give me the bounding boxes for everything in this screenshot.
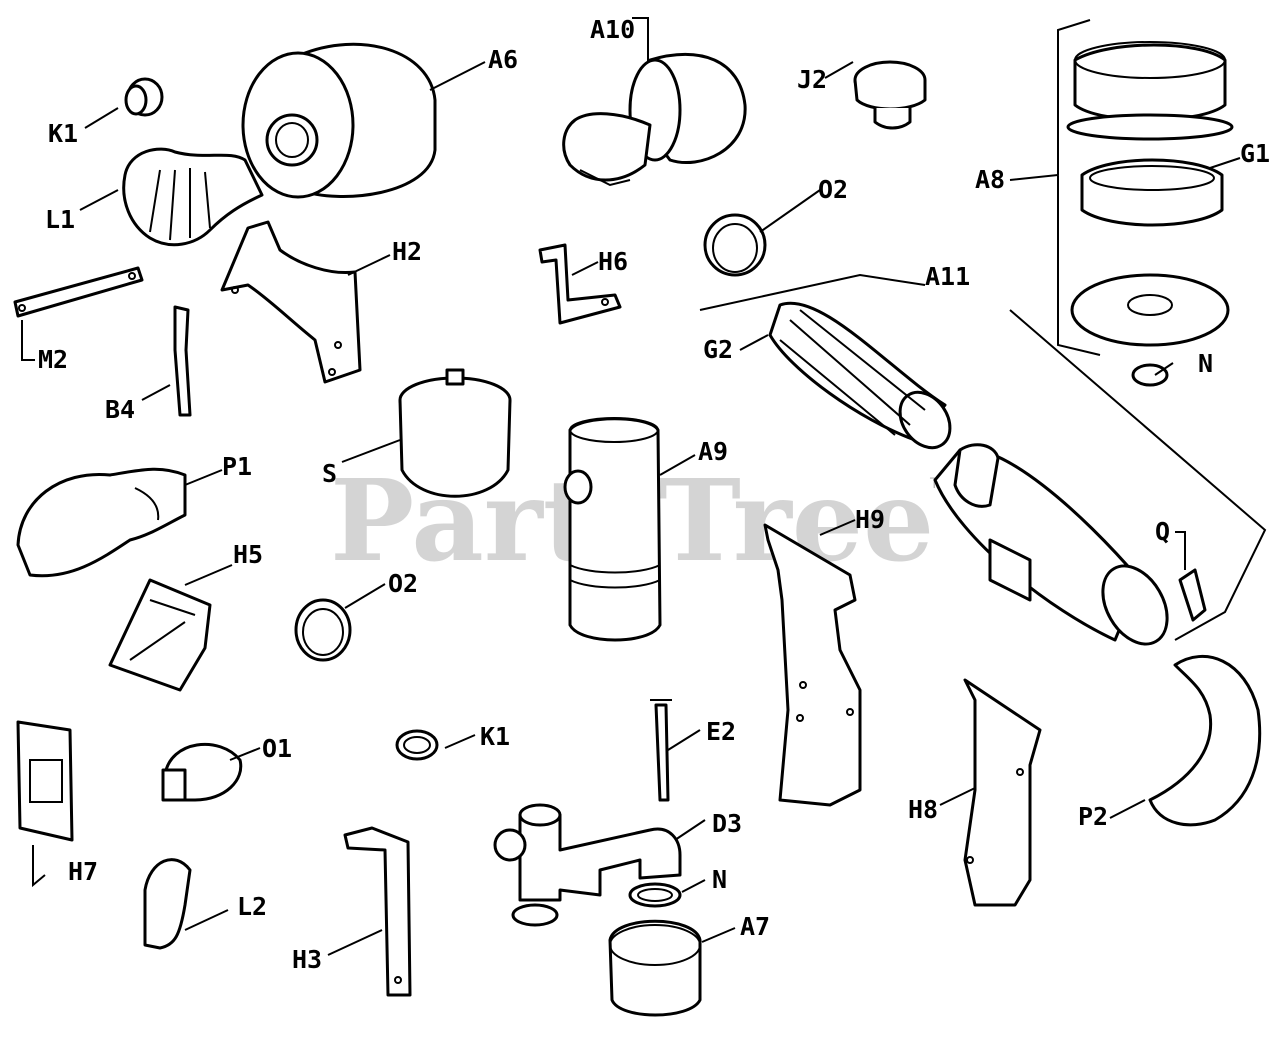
part-a7-air-cleaner[interactable] <box>608 919 702 1017</box>
label-a7[interactable]: A7 <box>740 912 770 941</box>
label-o2-lower[interactable]: O2 <box>388 569 418 598</box>
part-e2-rod[interactable] <box>650 699 672 802</box>
label-h8[interactable]: H8 <box>908 795 938 824</box>
label-h2[interactable]: H2 <box>392 237 422 266</box>
label-a9[interactable]: A9 <box>698 437 728 466</box>
part-h9-plate[interactable] <box>763 523 862 807</box>
part-s-canister[interactable] <box>398 368 512 498</box>
part-l2-elbow[interactable] <box>143 858 192 950</box>
label-e2[interactable]: E2 <box>706 717 736 746</box>
part-o2-clamp-upper[interactable] <box>703 213 767 277</box>
label-q[interactable]: Q <box>1155 517 1170 546</box>
label-a6[interactable]: A6 <box>488 45 518 74</box>
part-o2-clamp-lower[interactable] <box>294 598 352 662</box>
label-d3[interactable]: D3 <box>712 809 742 838</box>
part-h2-bracket[interactable] <box>220 220 362 384</box>
label-h3[interactable]: H3 <box>292 945 322 974</box>
part-g2-element[interactable] <box>768 301 960 457</box>
label-n-lower[interactable]: N <box>712 865 727 894</box>
label-p2[interactable]: P2 <box>1078 802 1108 831</box>
part-h3-bracket[interactable] <box>343 826 412 997</box>
part-a6-air-cleaner[interactable] <box>241 42 437 199</box>
label-p1[interactable]: P1 <box>222 452 252 481</box>
part-b4-strap[interactable] <box>173 305 192 417</box>
part-labels: K1 L1 A6 H2 M2 B4 A10 J2 A8 G1 O2 H6 A11… <box>38 15 1270 974</box>
part-j2-cap[interactable] <box>853 60 927 130</box>
label-h5[interactable]: H5 <box>233 540 263 569</box>
part-a8-air-cleaner[interactable] <box>1066 41 1234 387</box>
part-k1-clamp-bottom[interactable] <box>395 729 439 761</box>
part-o1-clamp[interactable] <box>161 743 243 802</box>
label-l1[interactable]: L1 <box>45 205 75 234</box>
label-g2[interactable]: G2 <box>703 335 733 364</box>
label-a10[interactable]: A10 <box>590 15 635 44</box>
part-p2-pipe[interactable] <box>1148 655 1262 827</box>
part-p1-pipe[interactable] <box>16 467 187 578</box>
label-a8[interactable]: A8 <box>975 165 1005 194</box>
label-j2[interactable]: J2 <box>797 65 827 94</box>
part-d3-manifold[interactable] <box>493 803 682 927</box>
part-q-fitting[interactable] <box>1178 568 1207 622</box>
leader-lines <box>21 17 1267 956</box>
label-m2[interactable]: M2 <box>38 345 68 374</box>
label-l2[interactable]: L2 <box>237 892 267 921</box>
label-o1[interactable]: O1 <box>262 734 292 763</box>
part-a9-air-cleaner[interactable] <box>563 417 662 642</box>
label-o2-upper[interactable]: O2 <box>818 175 848 204</box>
part-n-gasket-lower[interactable] <box>628 882 682 908</box>
label-b4[interactable]: B4 <box>105 395 135 424</box>
label-s[interactable]: S <box>322 459 337 488</box>
part-l1-elbow-hose[interactable] <box>122 147 264 247</box>
part-h7-plate[interactable] <box>16 720 74 842</box>
label-a11[interactable]: A11 <box>925 262 970 291</box>
label-k1-top[interactable]: K1 <box>48 119 78 148</box>
label-g1[interactable]: G1 <box>1240 139 1270 168</box>
part-k1-clamp-top[interactable] <box>124 77 164 117</box>
label-h7[interactable]: H7 <box>68 857 98 886</box>
part-h6-bracket[interactable] <box>538 243 622 325</box>
label-n-upper[interactable]: N <box>1198 349 1213 378</box>
part-a11-muffler[interactable] <box>933 443 1180 656</box>
part-m2-strap[interactable] <box>13 266 144 318</box>
label-h9[interactable]: H9 <box>855 505 885 534</box>
part-h5-bracket[interactable] <box>108 578 212 692</box>
label-k1-bottom[interactable]: K1 <box>480 722 510 751</box>
label-h6[interactable]: H6 <box>598 247 628 276</box>
part-h8-plate[interactable] <box>963 678 1042 907</box>
part-a10-air-cleaner[interactable] <box>562 52 747 187</box>
